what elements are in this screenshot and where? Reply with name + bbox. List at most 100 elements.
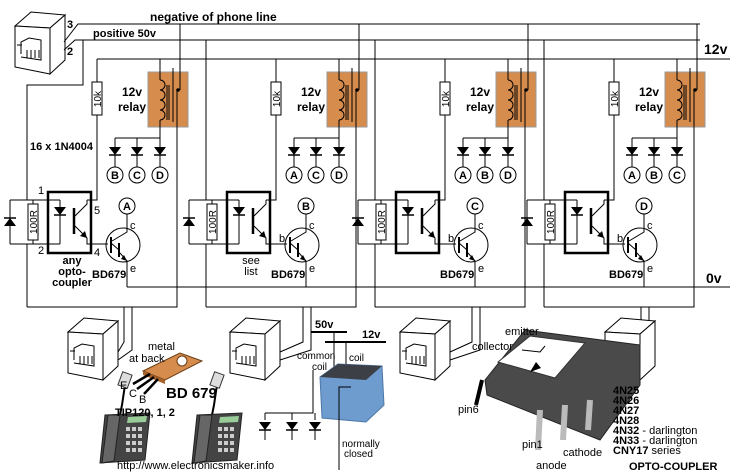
diode-triangle xyxy=(479,147,491,155)
diode-triangle xyxy=(4,218,16,226)
transistor-label: BD679 xyxy=(440,269,474,281)
diode-triangle xyxy=(521,218,533,226)
wire xyxy=(544,300,695,308)
at-back-label: at back xyxy=(129,353,165,365)
wire xyxy=(117,307,133,361)
opto-part-note: - darlington xyxy=(639,425,697,437)
emitter-label: emitter xyxy=(505,326,539,338)
emitter-label: e xyxy=(478,263,484,275)
terminal-circle xyxy=(499,166,517,184)
terminal-circle xyxy=(285,166,303,184)
opto-list-item: 4N26 xyxy=(613,395,639,407)
opto-list-item: 4N32 - darlington xyxy=(613,425,697,437)
arrow-icon xyxy=(469,255,475,261)
chip-leg xyxy=(535,409,543,451)
terminal-label: C xyxy=(128,166,146,184)
terminal-letter: C xyxy=(673,170,681,182)
collector-label: c xyxy=(478,220,484,232)
positive-line-label: positive 50v xyxy=(93,28,157,40)
diode-icon xyxy=(457,147,469,156)
diode-triangle xyxy=(54,207,66,215)
diode-triangle xyxy=(571,207,583,215)
pin-label: 5 xyxy=(94,205,100,217)
opto-part-note: - darlington xyxy=(639,435,697,447)
relay-label: relay xyxy=(635,100,663,114)
base-label: b xyxy=(448,233,454,245)
opto-list-item: CNY17 series xyxy=(613,445,681,457)
phone-key xyxy=(138,448,142,452)
terminal-letter: B xyxy=(302,201,310,213)
positive-feed xyxy=(26,40,84,200)
jack-front xyxy=(14,25,51,75)
collector-label: c xyxy=(309,220,315,232)
terminal-circle xyxy=(106,166,124,184)
arrow-icon xyxy=(259,231,266,238)
opto-emitter xyxy=(253,225,287,245)
resistor-10k-label: 10k xyxy=(272,90,283,107)
diode-icon xyxy=(154,147,166,156)
wire xyxy=(449,307,481,361)
arrow-icon xyxy=(428,231,435,238)
phone-key xyxy=(224,434,228,438)
phone-jack-icon xyxy=(66,317,120,382)
diode-icon xyxy=(309,422,321,431)
terminal-letter: D xyxy=(156,170,164,182)
terminal-label: C xyxy=(307,166,325,184)
transistor-circle xyxy=(284,227,320,263)
jack-socket xyxy=(73,343,95,367)
relay-coil-icon xyxy=(338,79,345,121)
diode-triangle xyxy=(352,218,364,226)
phone-key xyxy=(126,441,130,445)
wire xyxy=(279,307,312,361)
package-name: BD 679 xyxy=(166,385,217,402)
terminal-label: D xyxy=(151,166,169,184)
resistor-10k-label: 10k xyxy=(610,90,621,107)
v12-label: 12v xyxy=(362,329,381,341)
wire xyxy=(449,307,473,353)
opto-list-item: 4N28 xyxy=(613,415,639,427)
normally-label: normally xyxy=(342,439,380,450)
coil-label: coil xyxy=(349,353,364,364)
chip-window xyxy=(496,335,586,379)
diode-triangle xyxy=(109,147,121,155)
diode-icon xyxy=(352,217,364,226)
terminal-label: A xyxy=(285,166,303,184)
diode-triangle xyxy=(259,422,271,430)
diode-icon xyxy=(310,147,322,156)
opto-emitter xyxy=(422,225,456,245)
phone-key xyxy=(132,427,136,431)
diode-triangle xyxy=(671,147,683,155)
transistor-label: BD679 xyxy=(609,269,643,281)
diode-icon xyxy=(502,147,514,156)
diode-icon xyxy=(286,422,298,431)
jack-front xyxy=(399,331,436,381)
phone-key xyxy=(132,434,136,438)
terminal-letter: D xyxy=(640,201,648,213)
resistor-100r-label: 100R xyxy=(208,210,219,234)
terminal-letter: C xyxy=(471,201,479,213)
relay-label: relay xyxy=(118,100,146,114)
package-hole xyxy=(176,355,188,367)
arrow-icon xyxy=(597,231,604,238)
arrow-icon xyxy=(638,255,644,261)
opto-part-name: 4N28 xyxy=(613,415,639,427)
v50-label: 50v xyxy=(315,319,334,331)
diode-triangle xyxy=(648,147,660,155)
cathode-label: cathode xyxy=(563,447,602,459)
phone-jack-icon xyxy=(228,317,282,382)
terminal-letter: C xyxy=(312,170,320,182)
wire xyxy=(435,115,446,201)
relay-voltage-label: 12v xyxy=(301,85,321,99)
arrow-icon xyxy=(80,231,87,238)
diode-triangle xyxy=(154,147,166,155)
terminal-label: B xyxy=(476,166,494,184)
wire xyxy=(375,300,526,308)
common-label: common xyxy=(297,351,335,362)
diode-icon xyxy=(521,217,533,226)
terminal-circle xyxy=(118,197,136,215)
phone-key xyxy=(138,441,142,445)
common-coil-label: coil xyxy=(312,362,327,373)
pin-label: 1 xyxy=(38,185,44,197)
base-label: b xyxy=(617,233,623,245)
